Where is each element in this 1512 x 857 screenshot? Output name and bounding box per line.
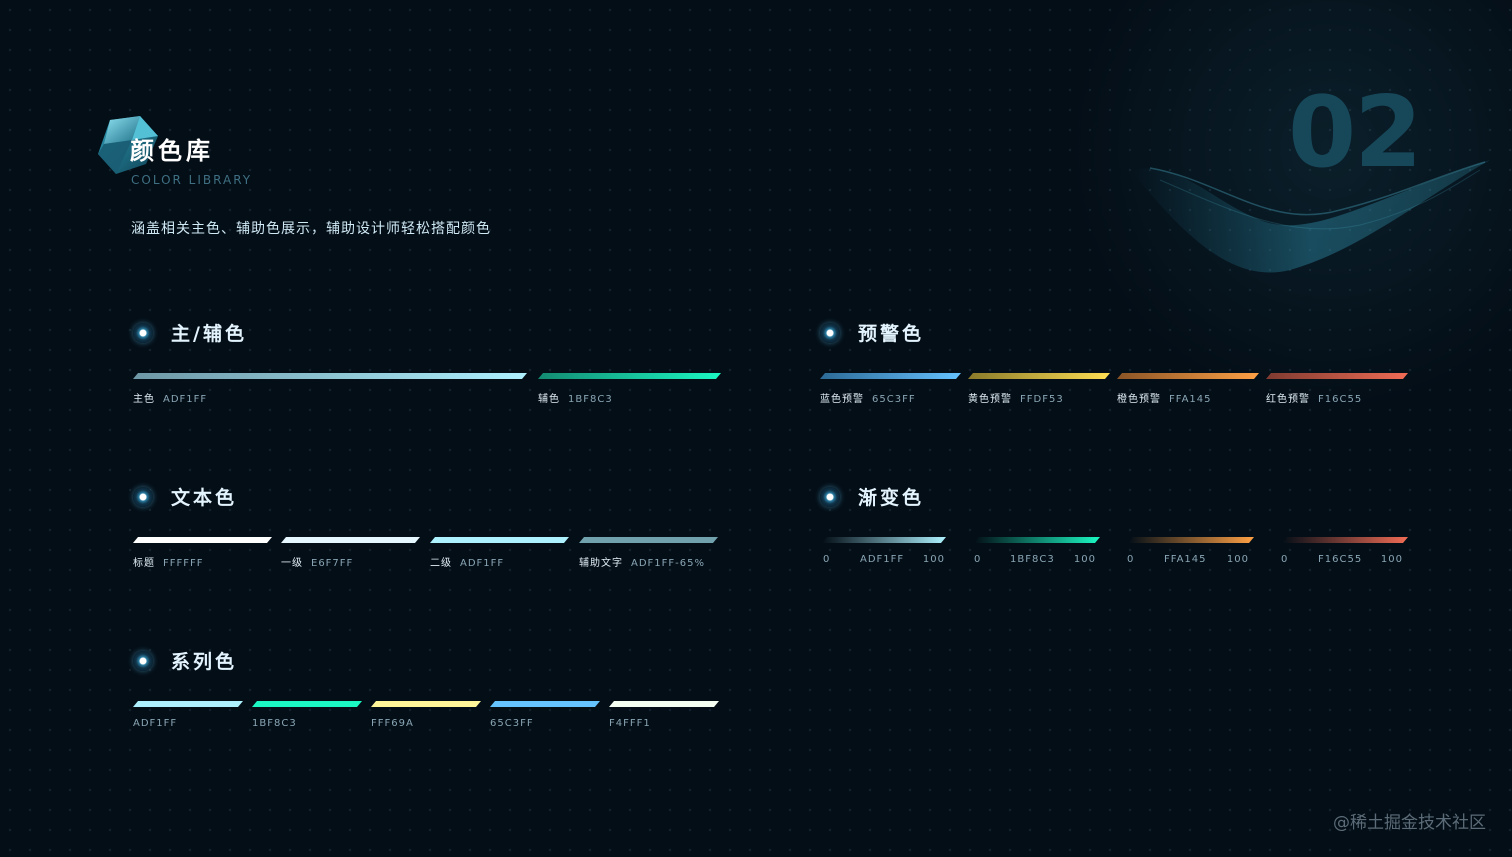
gem-logo-icon: [98, 116, 158, 174]
bullet-icon: [820, 486, 840, 507]
series-label-5: F4FFF1: [609, 718, 651, 729]
bullet-icon: [133, 486, 153, 507]
section-header-primary: 主/辅色: [133, 319, 247, 346]
section-header-gradient: 渐变色: [820, 483, 924, 510]
bullet-icon: [820, 322, 840, 343]
gradient-bar-f16c55: [1282, 537, 1408, 543]
swatch-bar-text-level1: [281, 537, 420, 543]
bullet-icon: [133, 322, 153, 343]
series-bar-3: [371, 701, 481, 707]
swatch-bar-yellow-warning: [968, 373, 1110, 379]
gradient-label-adf1ff: 0 ADF1FF 100: [823, 554, 945, 565]
gradient-bar-adf1ff: [822, 537, 946, 543]
section-title-warning: 预警色: [858, 323, 925, 345]
series-label-1: ADF1FF: [133, 718, 178, 729]
page-title: 颜色库: [130, 137, 214, 165]
section-header-warning: 预警色: [820, 319, 924, 346]
series-bar-4: [490, 701, 600, 707]
series-bar-5: [609, 701, 719, 707]
series-label-4: 65C3FF: [490, 718, 534, 729]
swatch-bar-blue-warning: [820, 373, 961, 379]
swatch-bar-text-level2: [430, 537, 569, 543]
watermark: @稀土掘金技术社区: [1333, 813, 1486, 833]
section-header-series: 系列色: [133, 647, 237, 674]
gradient-bar-ffa145: [1128, 537, 1254, 543]
page-subtitle: COLOR LIBRARY: [131, 173, 253, 187]
section-title-text: 文本色: [171, 487, 238, 509]
gradient-label-f16c55: 0 F16C55 100: [1281, 554, 1403, 565]
gradient-label-ffa145: 0 FFA145 100: [1127, 554, 1249, 565]
swatch-bar-text-aux: [579, 537, 718, 543]
swatch-bar-orange-warning: [1117, 373, 1259, 379]
series-label-2: 1BF8C3: [252, 718, 297, 729]
section-title-series: 系列色: [171, 651, 238, 673]
series-label-3: FFF69A: [371, 718, 414, 729]
section-title-gradient: 渐变色: [858, 487, 925, 509]
section-header-text: 文本色: [133, 483, 237, 510]
decorative-wave: [1130, 160, 1490, 273]
gradient-label-1bf8c3: 0 1BF8C3 100: [974, 554, 1096, 565]
page-number: 02: [1288, 76, 1422, 190]
gradient-bar-1bf8c3: [974, 537, 1100, 543]
swatch-bar-text-title: [133, 537, 272, 543]
page-description: 涵盖相关主色、辅助色展示，辅助设计师轻松搭配颜色: [131, 221, 491, 237]
swatch-bar-primary: [133, 373, 527, 379]
swatch-bar-red-warning: [1266, 373, 1408, 379]
series-bar-1: [133, 701, 243, 707]
section-title-primary: 主/辅色: [171, 323, 247, 345]
swatch-bar-secondary: [538, 373, 721, 379]
series-bar-2: [252, 701, 362, 707]
bullet-icon: [133, 650, 153, 671]
